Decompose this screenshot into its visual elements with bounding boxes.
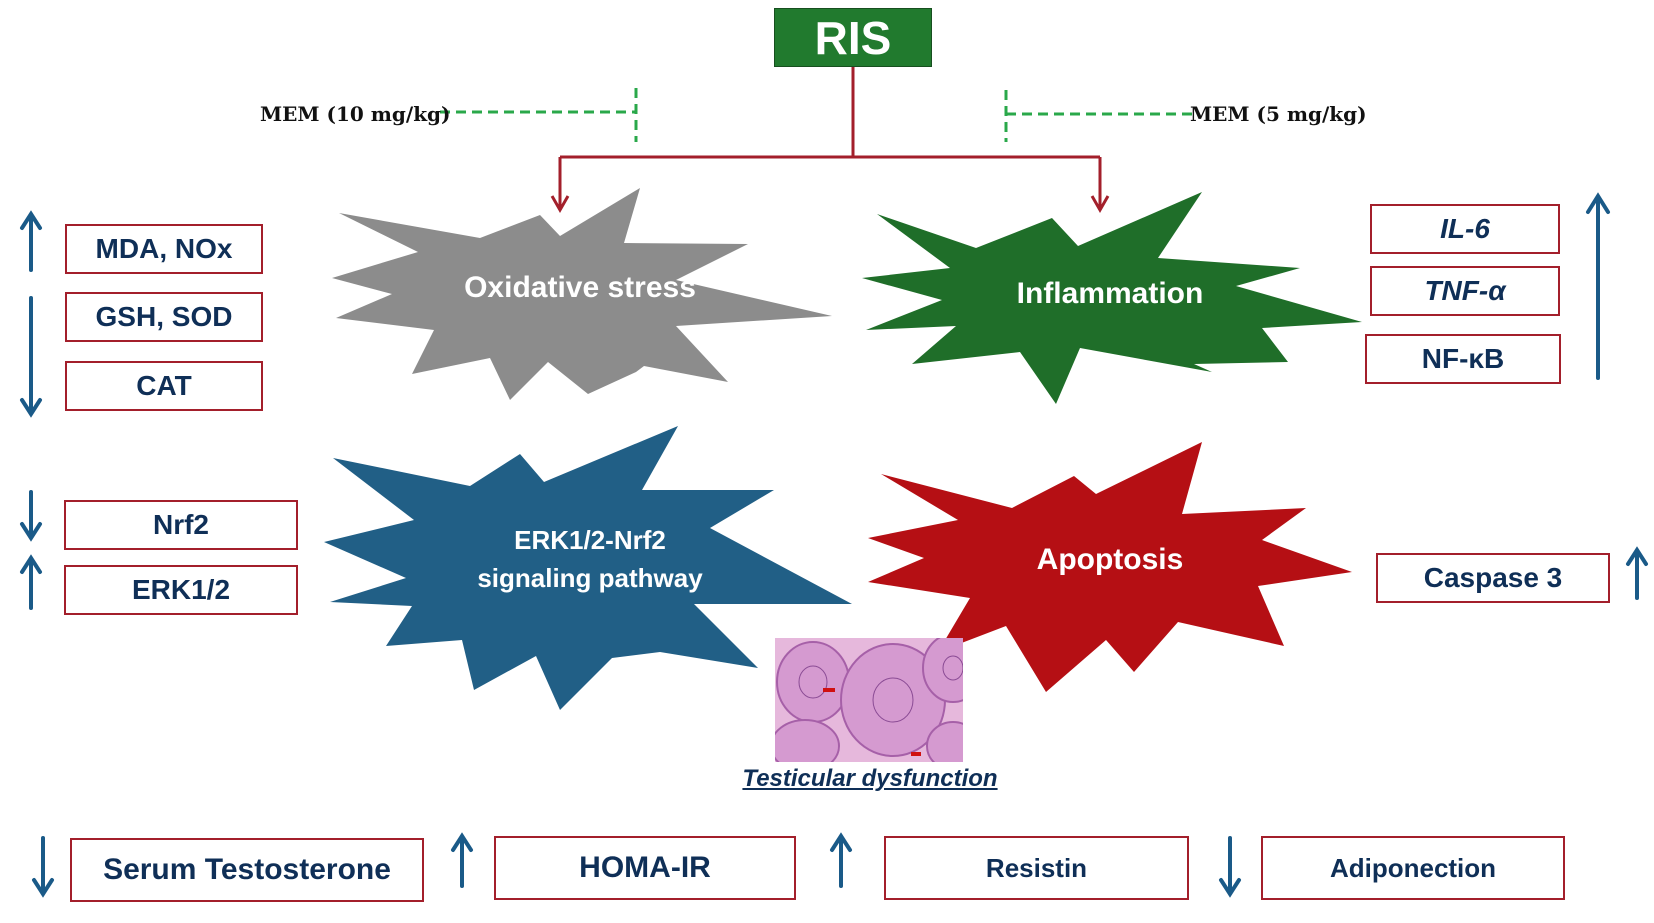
inhibition-right <box>1004 90 1192 142</box>
marker-box: GSH, SOD <box>65 292 263 342</box>
mem-5-label: MEM (5 mg/kg) <box>1190 102 1367 126</box>
histology-caption: Testicular dysfunction <box>742 765 998 792</box>
marker-box: Adiponection <box>1261 836 1565 900</box>
erk-burst <box>324 426 852 710</box>
inflammation-burst <box>862 192 1362 404</box>
histology-image <box>775 638 963 762</box>
marker-label: Resistin <box>985 852 1088 883</box>
marker-label: Nrf2 <box>152 509 209 540</box>
ris-connector <box>550 67 1110 214</box>
marker-label: ERK1/2 <box>131 574 231 605</box>
oxidative-stress-label: Oxidative stress <box>464 271 696 304</box>
mem-10-label: MEM (10 mg/kg) <box>260 102 451 126</box>
marker-label: TNF-α <box>1424 275 1506 306</box>
marker-box: Caspase 3 <box>1376 553 1610 603</box>
marker-box: Resistin <box>884 836 1189 900</box>
marker-label: HOMA-IR <box>579 851 711 884</box>
marker-label: IL-6 <box>1440 213 1490 244</box>
erk-label-line2: signaling pathway <box>477 562 703 593</box>
oxidative-stress-burst <box>332 188 832 400</box>
marker-label: CAT <box>136 370 192 401</box>
marker-label: Adiponection <box>1329 852 1497 883</box>
marker-label: Serum Testosterone <box>103 853 391 886</box>
marker-box: NF-κB <box>1365 334 1561 384</box>
marker-label: MDA, NOx <box>95 233 233 264</box>
marker-label: Caspase 3 <box>1423 562 1563 593</box>
arrow-up-icon <box>20 554 42 610</box>
marker-box: HOMA-IR <box>494 836 796 900</box>
ris-root-box: RIS <box>774 8 932 67</box>
marker-box: Nrf2 <box>64 500 298 550</box>
apoptosis-burst <box>868 442 1352 692</box>
marker-box: ERK1/2 <box>64 565 298 615</box>
inhibition-left <box>440 88 638 142</box>
arrow-up-icon <box>1586 192 1610 380</box>
arrow-up-icon <box>20 210 42 272</box>
arrow-up-icon <box>1626 546 1648 600</box>
arrow-down-icon <box>20 296 42 418</box>
marker-label: NF-κB <box>1421 343 1505 374</box>
arrow-down-icon <box>32 836 54 898</box>
arrow-down-icon <box>20 490 42 542</box>
inflammation-label: Inflammation <box>1016 277 1204 310</box>
erk-label-line1: ERK1/2-Nrf2 <box>514 524 666 555</box>
marker-box: Serum Testosterone <box>70 838 424 902</box>
marker-box: TNF-α <box>1370 266 1560 316</box>
arrow-up-icon <box>830 832 852 888</box>
marker-box: MDA, NOx <box>65 224 263 274</box>
marker-label: GSH, SOD <box>95 301 233 332</box>
arrows-left <box>20 210 42 610</box>
arrows-bottom <box>32 832 1241 898</box>
apoptosis-label: Apoptosis <box>1036 543 1184 576</box>
arrows-right <box>1586 192 1648 600</box>
arrow-down-icon <box>1219 836 1241 898</box>
arrow-up-icon <box>451 832 473 888</box>
marker-box: CAT <box>65 361 263 411</box>
marker-box: IL-6 <box>1370 204 1560 254</box>
